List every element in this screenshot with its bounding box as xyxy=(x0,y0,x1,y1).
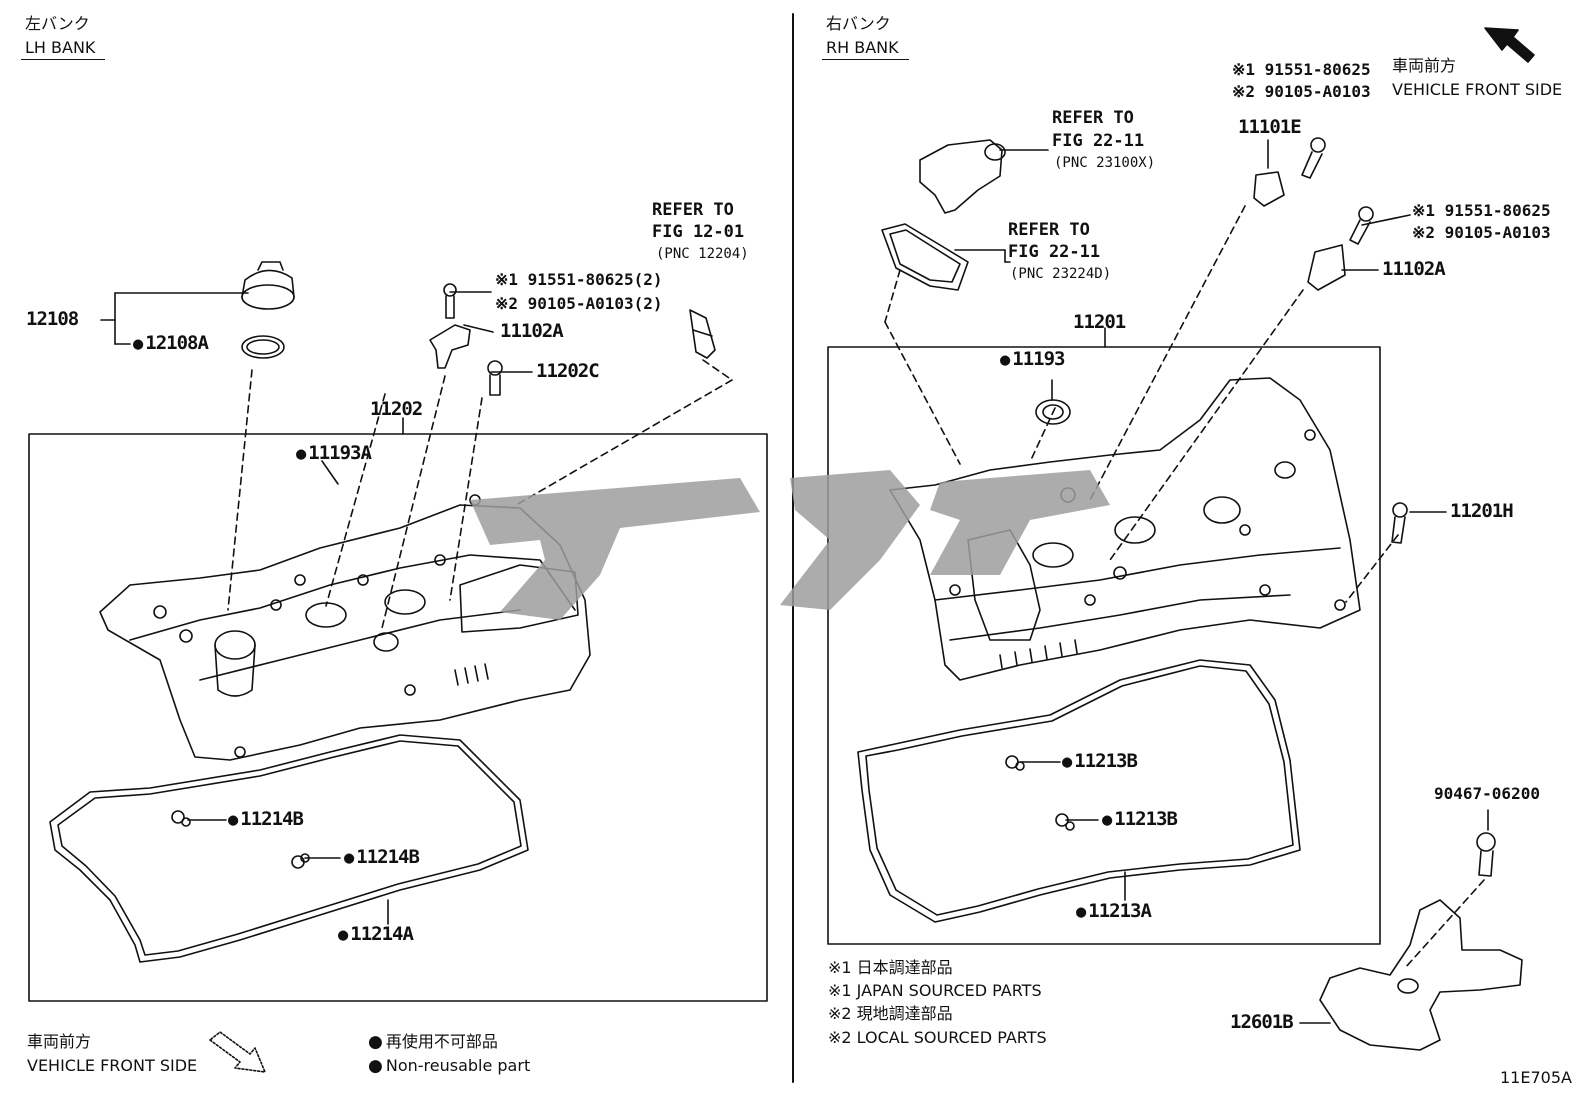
note-2-jp: ※2 現地調達部品 xyxy=(828,1004,953,1023)
gasket-23224D xyxy=(881,223,969,291)
label-11213A: 11213A xyxy=(1076,902,1152,921)
front-top-jp: 車両前方 xyxy=(1392,56,1457,75)
bracket-12601B xyxy=(1319,899,1523,1051)
label-11214B-2: 11214B xyxy=(344,848,420,867)
ref-rh2-l1: REFER TO xyxy=(1008,220,1090,240)
label-bolt2-lh: ※2 90105-A0103(2) xyxy=(495,294,663,313)
label-11202: 11202 xyxy=(370,398,423,420)
lh-header-en: LH BANK xyxy=(21,40,106,60)
plug-11214B-1 xyxy=(171,810,191,827)
cam-sensor-11102A-lh xyxy=(429,324,471,369)
note-1-en: ※1 JAPAN SOURCED PARTS xyxy=(828,981,1042,1000)
rh-assembly-box xyxy=(827,346,1381,945)
bolt-90467 xyxy=(1476,832,1496,877)
plug-11213B-2 xyxy=(1055,813,1075,831)
cam-sensor-11101E xyxy=(1253,171,1285,207)
label-boltB2-rh: ※2 90105-A0103 xyxy=(1412,223,1551,242)
legend-non-reusable-jp: 再使用不可部品 xyxy=(368,1034,498,1051)
plug-11214B-2 xyxy=(291,853,310,869)
sensor-pnc12204 xyxy=(689,309,716,359)
note-1-jp: ※1 日本調達部品 xyxy=(828,958,953,977)
rh-header-jp: 右バンク xyxy=(826,14,891,33)
bolt-rh-mid xyxy=(1349,206,1374,245)
label-11193: 11193 xyxy=(1000,350,1065,369)
front-bottom-en: VEHICLE FRONT SIDE xyxy=(27,1056,198,1075)
ref-lh-l1: REFER TO xyxy=(652,200,734,220)
label-11202C: 11202C xyxy=(536,360,600,382)
label-bolt1-lh: ※1 91551-80625(2) xyxy=(495,270,663,289)
plug-11213B-1 xyxy=(1005,755,1025,771)
label-11214A: 11214A xyxy=(338,925,414,944)
label-11201H: 11201H xyxy=(1450,500,1514,522)
gasket-11213A xyxy=(857,659,1301,923)
label-11214B-1: 11214B xyxy=(228,810,304,829)
label-12108: 12108 xyxy=(26,308,79,330)
ref-lh-l3: (PNC 12204) xyxy=(656,246,749,262)
bolt-11202C xyxy=(487,360,503,396)
gasket-11193 xyxy=(1035,399,1071,425)
gasket-11214A xyxy=(49,734,529,963)
label-11101E: 11101E xyxy=(1238,116,1302,138)
ref-rh2-l3: (PNC 23224D) xyxy=(1010,266,1112,282)
label-boltB1-rh: ※1 91551-80625 xyxy=(1412,201,1551,220)
front-top-en: VEHICLE FRONT SIDE xyxy=(1392,80,1563,99)
ref-rh1-l3: (PNC 23100X) xyxy=(1054,155,1156,171)
vvt-valve-23100X xyxy=(919,139,1006,214)
bolt-lh-upper xyxy=(443,283,457,319)
label-11102A-lh: 11102A xyxy=(500,320,564,342)
lh-header-jp: 左バンク xyxy=(25,14,90,33)
label-11213B-2: 11213B xyxy=(1102,810,1178,829)
label-12108A: 12108A xyxy=(133,334,209,353)
rh-header-en: RH BANK xyxy=(822,40,909,60)
rh-cylinder-head-cover xyxy=(889,377,1361,681)
note-2-en: ※2 LOCAL SOURCED PARTS xyxy=(828,1028,1047,1047)
figure-code: 11E705A xyxy=(1500,1068,1572,1087)
ref-rh1-l1: REFER TO xyxy=(1052,108,1134,128)
ref-rh1-l2: FIG 22-11 xyxy=(1052,131,1145,151)
lh-cylinder-head-cover xyxy=(99,494,591,761)
legend-non-reusable-en: Non-reusable part xyxy=(368,1058,530,1075)
front-arrow-top xyxy=(1484,27,1535,63)
ref-lh-l2: FIG 12-01 xyxy=(652,222,745,242)
cam-sensor-11102A-rh xyxy=(1307,244,1346,291)
gasket-12108A xyxy=(241,335,285,359)
bolt-rh-upper xyxy=(1301,137,1326,179)
bolt-11201H xyxy=(1391,502,1408,544)
label-11102A-rh: 11102A xyxy=(1382,258,1446,280)
front-bottom-jp: 車両前方 xyxy=(27,1032,92,1051)
label-11201: 11201 xyxy=(1073,311,1126,333)
ref-rh2-l2: FIG 22-11 xyxy=(1008,242,1101,262)
label-11213B-1: 11213B xyxy=(1062,752,1138,771)
oil-filler-cap-12108 xyxy=(241,261,295,310)
label-90467: 90467-06200 xyxy=(1434,784,1540,803)
lh-assembly-box xyxy=(28,433,768,1002)
label-boltA2-rh: ※2 90105-A0103 xyxy=(1232,82,1371,101)
label-11193A: 11193A xyxy=(296,444,372,463)
label-boltA1-rh: ※1 91551-80625 xyxy=(1232,60,1371,79)
front-arrow-bottom xyxy=(209,1031,266,1073)
label-12601B: 12601B xyxy=(1230,1011,1294,1033)
watermark-logo xyxy=(470,470,1110,620)
